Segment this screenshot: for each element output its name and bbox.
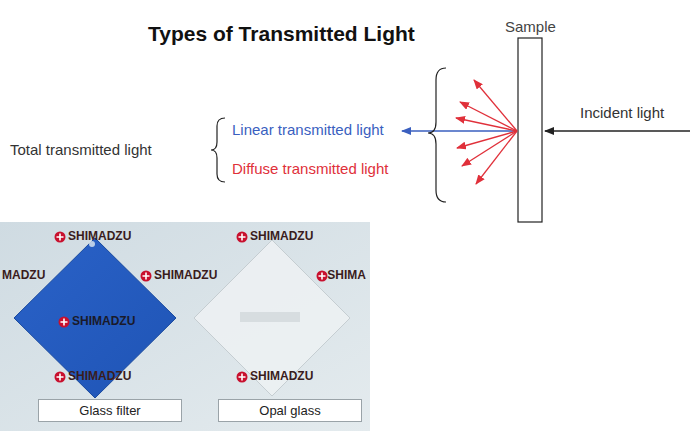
caption-text: Glass filter (79, 403, 140, 418)
caption-box: Glass filter (38, 399, 182, 422)
logo-text: SHIMADZU (154, 269, 217, 283)
logo-text: SHIMADZU (72, 315, 135, 329)
total-label: Total transmitted light (10, 141, 152, 158)
logo-text: SHIMADZU (68, 230, 131, 244)
logo-text: SHIMA (327, 269, 366, 283)
logo-text: SHIMADZU (250, 370, 313, 384)
linear-label: Linear transmitted light (232, 121, 384, 138)
logo-text: MADZU (2, 269, 45, 283)
diagram-title: Types of Transmitted Light (148, 22, 415, 46)
sample-label: Sample (505, 18, 556, 35)
incident-label: Incident light (580, 104, 664, 121)
logo-text: SHIMADZU (68, 370, 131, 384)
logo-symbols (55, 232, 328, 383)
logo-text: SHIMADZU (250, 230, 313, 244)
diffuse-label: Diffuse transmitted light (232, 160, 388, 177)
caption-box: Opal glass (218, 399, 362, 422)
caption-text: Opal glass (259, 403, 320, 418)
